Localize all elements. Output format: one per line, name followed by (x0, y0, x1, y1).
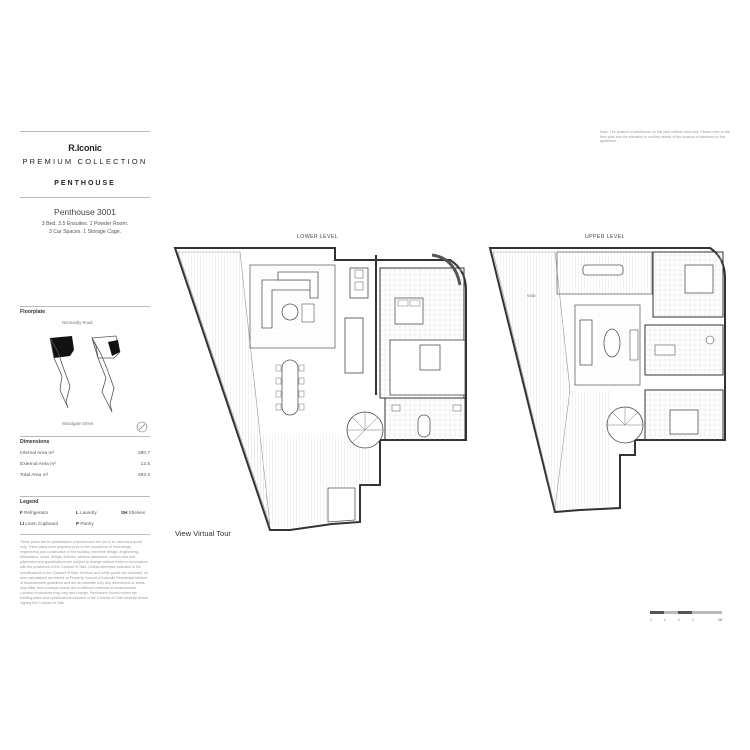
lower-level-plan (173, 247, 467, 531)
upper-level-plan: VOID (488, 247, 726, 514)
upper-level-label: UPPER LEVEL (585, 234, 625, 240)
disclaimer-text: These plans are for presentation purpose… (20, 540, 149, 606)
building-b (91, 335, 121, 413)
dimensions-heading: Dimensions (20, 439, 50, 445)
upper-bed-1 (684, 264, 714, 294)
street-top: Normanby Road (62, 320, 93, 325)
dim-label: Total Area m² (20, 473, 49, 478)
dim-row-external: External Area m² 12.5 (20, 462, 150, 467)
upper-balcony-table (582, 264, 624, 276)
street-bottom: Woodgate Street (62, 421, 94, 426)
dim-value: 293.2 (137, 473, 150, 478)
lower-level-label: LOWER LEVEL (297, 234, 339, 240)
floorplate-diagram (49, 335, 121, 413)
compass-icon (136, 421, 148, 433)
dim-value: 280.7 (137, 451, 150, 456)
scale-0: 0 (650, 618, 652, 622)
lower-dining-table (281, 359, 299, 416)
dim-label: Internal Area m² (20, 451, 55, 456)
building-a (49, 336, 74, 409)
virtual-tour-link[interactable]: View Virtual Tour (175, 529, 231, 538)
legend-heading: Legend (20, 499, 39, 505)
unit-description-line-2: 3 Car Spaces. 1 Storage Cage. (48, 229, 122, 235)
top-rule (20, 131, 150, 132)
scale-1: 1 (664, 618, 666, 622)
legend-item-pantry: P Pantry (76, 521, 94, 526)
legend-item-shelves: SH Shelves (121, 510, 146, 515)
legend-rule (20, 496, 150, 497)
dimensions-rule (20, 436, 150, 437)
dim-value: 12.5 (140, 462, 150, 467)
dim-row-total: Total Area m² 293.2 (20, 473, 150, 478)
lower-kitchen-island (344, 317, 364, 374)
lower-terrace (177, 251, 271, 526)
dim-row-internal: Internal Area m² 280.7 (20, 451, 150, 456)
unit-description-line-1: 3 Bed. 3.5 Ensuites. 1 Powder Room. (41, 221, 129, 227)
penthouse-title: PENTHOUSE (54, 180, 116, 187)
disclaimer-rule (20, 534, 150, 535)
plan-note: Note: The position of penthouse on this … (600, 130, 730, 144)
dim-label: External Area m² (20, 462, 56, 467)
brand-rule (20, 197, 150, 198)
scale-5m: 5M (718, 618, 723, 622)
scale-3: 3 (692, 618, 694, 622)
upper-bed-2 (669, 409, 699, 435)
collection-title: PREMIUM COLLECTION (22, 157, 148, 166)
scale-bar: 0 1 2 3 5M (650, 611, 723, 622)
floorplate-rule (20, 306, 150, 307)
legend-item-linen: LI Linen Cupboard (20, 521, 59, 526)
legend-item-laundry: L Laundry (76, 510, 97, 515)
unit-description: 3 Bed. 3.5 Ensuites. 1 Powder Room. 3 Ca… (20, 220, 150, 236)
scale-2: 2 (678, 618, 680, 622)
floorplate-heading: Floorplate (20, 309, 46, 315)
unit-name: Penthouse 3001 (54, 207, 116, 217)
void-label: VOID (527, 294, 536, 298)
legend-item-refrigerator: F Refrigerator (20, 510, 49, 515)
brand-logo: R.Iconic (68, 143, 102, 153)
lower-coffee-table (281, 303, 299, 321)
